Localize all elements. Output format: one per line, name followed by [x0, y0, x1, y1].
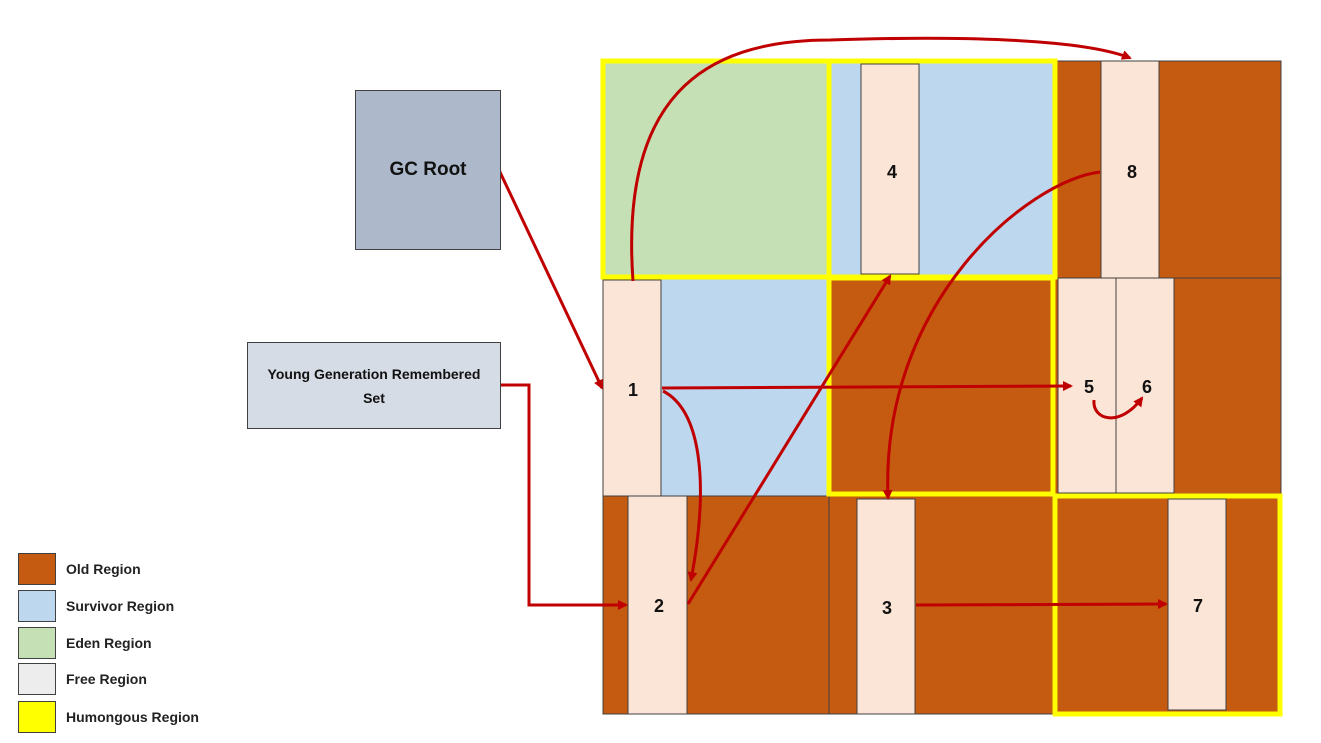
object-2-label: 2: [654, 596, 664, 616]
legend-label-humongous: Humongous Region: [66, 709, 199, 725]
legend-item-free: Free Region: [18, 663, 248, 697]
object-6-box: [1115, 277, 1175, 494]
arrow-2-to-4: [686, 274, 892, 605]
legend-label-eden: Eden Region: [66, 635, 152, 651]
arrow-1-to-8: [630, 36, 1132, 282]
legend-item-humongous: Humongous Region: [18, 701, 248, 735]
legend-swatch-humongous: [18, 701, 56, 733]
remembered-set-node: Young Generation Remembered Set: [247, 342, 501, 429]
arrow-3-to-7: [915, 599, 1168, 610]
legend-item-eden: Eden Region: [18, 627, 248, 661]
arrow-gcroot-to-1: [497, 169, 604, 390]
object-7-label: 7: [1193, 596, 1203, 616]
eden-region: [602, 60, 830, 279]
arrow-8-to-3: [882, 170, 1101, 500]
gc-root-label: GC Root: [389, 159, 467, 180]
legend-label-free: Free Region: [66, 671, 147, 687]
legend-swatch-eden: [18, 627, 56, 659]
object-6-label: 6: [1142, 377, 1152, 397]
object-8-label: 8: [1127, 162, 1137, 182]
remembered-set-label: Young Generation Remembered Set: [267, 365, 481, 406]
object-5-label: 5: [1084, 377, 1094, 397]
old-region: [1054, 60, 1282, 279]
object-2-box: [627, 495, 688, 715]
object-1-label: 1: [628, 380, 638, 400]
legend-label-old: Old Region: [66, 561, 141, 577]
arrow-1-to-5: [661, 381, 1073, 392]
object-4-label: 4: [887, 162, 897, 182]
gc-root-node: GC Root: [355, 90, 501, 250]
legend-swatch-old: [18, 553, 56, 585]
object-7-box: [1167, 498, 1227, 711]
legend-label-survivor: Survivor Region: [66, 598, 175, 614]
arrow-rset-to-2: [501, 383, 628, 610]
arrow-5-to-6: [1092, 396, 1144, 420]
legend-swatch-survivor: [18, 590, 56, 622]
object-1-box: [602, 279, 662, 497]
legend-swatch-free: [18, 663, 56, 695]
object-3-label: 3: [882, 598, 892, 618]
object-8-box: [1100, 60, 1160, 279]
object-4-box: [860, 63, 920, 275]
object-3-box: [856, 498, 916, 715]
arrow-1-to-2: [662, 389, 702, 582]
legend-item-old: Old Region: [18, 553, 248, 587]
legend-item-survivor: Survivor Region: [18, 590, 248, 624]
